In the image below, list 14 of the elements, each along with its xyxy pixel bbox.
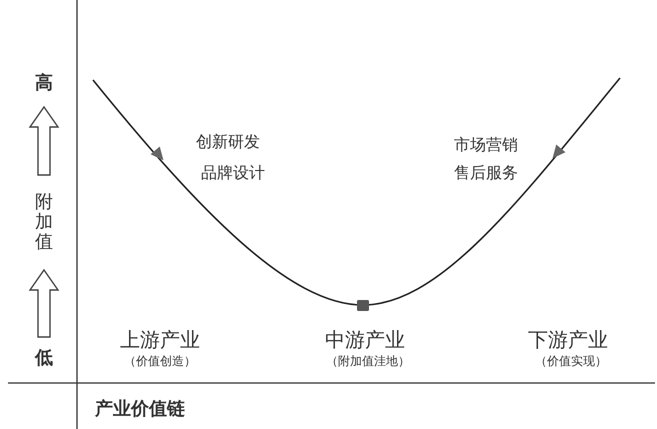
stage-label: 下游产业: [528, 328, 608, 352]
stage-note: （价值创造）: [124, 355, 196, 369]
axis-title: 产业价值链: [95, 400, 185, 420]
axis-label: 高: [35, 74, 53, 94]
activity-label: 品牌设计: [201, 164, 265, 182]
stage-note: （价值实现）: [535, 355, 607, 369]
stage-label: 中游产业: [325, 328, 405, 352]
axis-label: 低: [35, 348, 53, 370]
stage-note: （附加值洼地）: [326, 355, 410, 369]
activity-label: 市场营销: [454, 136, 518, 154]
stage-label: 上游产业: [120, 328, 200, 352]
axis-label: 附加值: [35, 192, 53, 252]
activity-label: 创新研发: [196, 132, 260, 152]
activity-label: 售后服务: [454, 164, 518, 182]
